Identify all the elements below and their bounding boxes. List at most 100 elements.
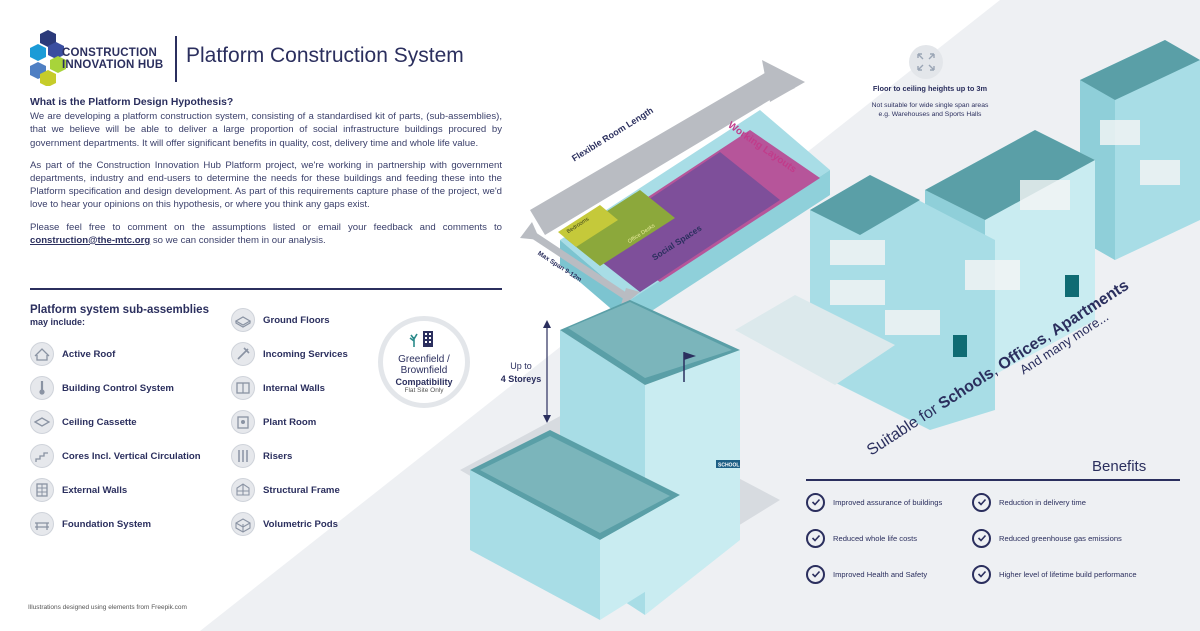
badge-line-1: Greenfield /: [398, 354, 450, 365]
intro-section: What is the Platform Design Hypothesis? …: [30, 96, 502, 256]
subassembly-label: Building Control System: [62, 382, 174, 394]
subassembly-label: Volumetric Pods: [263, 518, 338, 530]
subassembly-item: Internal Walls: [231, 375, 325, 401]
plant-icon: [231, 410, 255, 434]
subassembly-label: Active Roof: [62, 348, 116, 360]
subassembly-label: Structural Frame: [263, 484, 340, 496]
bedrooms-zone: [558, 205, 618, 247]
subassembly-label: Risers: [263, 450, 293, 462]
subassembly-label: Incoming Services: [263, 348, 348, 360]
intro-paragraph-1: We are developing a platform constructio…: [30, 111, 502, 149]
floor-ceiling-small-1: Not suitable for wide single span areas: [871, 102, 989, 109]
building-diagram: SCHOOL: [460, 60, 830, 620]
benefits-divider: [806, 479, 1180, 481]
subassembly-item: Plant Room: [231, 409, 316, 435]
floor-ceiling-strong: Floor to ceiling heights up to 3m: [872, 84, 988, 93]
low-block-front: [470, 470, 600, 620]
subassembly-item: Volumetric Pods: [231, 511, 338, 537]
storeys-line-1: Up to: [510, 361, 532, 371]
subassembly-item: Structural Frame: [231, 477, 340, 503]
expand-icon: [909, 45, 943, 79]
benefit-item: Reduced whole life costs: [806, 527, 917, 549]
p3-after: so we can consider them in our analysis.: [150, 234, 326, 246]
benefit-item: Reduced greenhouse gas emissions: [972, 527, 1122, 549]
subassembly-item: Incoming Services: [231, 341, 348, 367]
multi-use-building-illustration: [735, 40, 1200, 430]
flexible-length-arrow: [530, 70, 795, 235]
benefit-label: Improved Health and Safety: [833, 569, 928, 579]
storeys-line-2: 4 Storeys: [500, 374, 542, 384]
subassemblies-subtitle: may include:: [30, 317, 86, 327]
intro-paragraph-3: Please feel free to comment on the assum…: [30, 221, 502, 247]
check-icon: [972, 528, 991, 548]
check-icon: [972, 492, 991, 512]
p3-before: Please feel free to comment on the assum…: [30, 221, 502, 233]
subassembly-item: Ceiling Cassette: [30, 409, 137, 435]
subassembly-item: Active Roof: [30, 341, 115, 367]
check-icon: [806, 528, 825, 548]
thermometer-icon: [30, 376, 54, 400]
floor-icon: [231, 308, 255, 332]
school-sign: SCHOOL: [718, 463, 739, 469]
logo-line-2: INNOVATION HUB: [62, 59, 164, 71]
benefit-label: Reduction in delivery time: [999, 497, 1086, 507]
subassembly-label: Internal Walls: [263, 382, 326, 394]
subassembly-label: Ceiling Cassette: [62, 416, 137, 428]
email-link[interactable]: construction@the-mtc.org: [30, 234, 151, 246]
benefit-item: Higher level of lifetime build performan…: [972, 563, 1137, 585]
check-icon: [806, 564, 825, 584]
intro-paragraph-2: As part of the Construction Innovation H…: [30, 159, 502, 211]
office-desks-zone: [565, 190, 675, 266]
benefit-item: Improved Health and Safety: [806, 563, 927, 585]
subassembly-label: Foundation System: [62, 518, 152, 530]
social-spaces-zone: [580, 152, 780, 292]
title-divider: [175, 36, 177, 82]
subassembly-item: Cores Incl. Vertical Circulation: [30, 443, 201, 469]
benefit-label: Improved assurance of buildings: [833, 497, 943, 507]
logo-line-1: CONSTRUCTION: [62, 47, 158, 59]
benefit-item: Improved assurance of buildings: [806, 491, 942, 513]
hub-logo-icon: [30, 30, 66, 86]
benefit-label: Higher level of lifetime build performan…: [999, 569, 1137, 579]
max-span-arrow: [528, 230, 630, 300]
storeys-label: Up to 4 Storeys: [496, 360, 546, 386]
stairs-icon: [30, 444, 54, 468]
badge-strong: Compatibility: [395, 377, 453, 387]
benefit-item: Reduction in delivery time: [972, 491, 1086, 513]
subassembly-label: Cores Incl. Vertical Circulation: [62, 450, 201, 462]
badge-small: Flat Site Only: [404, 387, 444, 394]
footer-credit: Illustrations designed using elements fr…: [28, 604, 187, 611]
internal-wall-icon: [231, 376, 255, 400]
subassembly-item: Building Control System: [30, 375, 174, 401]
subassembly-item: External Walls: [30, 477, 127, 503]
benefits-title: Benefits: [1092, 458, 1147, 475]
floor-ceiling-note: Floor to ceiling heights up to 3m Not su…: [840, 84, 1020, 119]
foundation-icon: [30, 512, 54, 536]
subassembly-item: Ground Floors: [231, 307, 330, 333]
subassembly-label: Ground Floors: [263, 314, 330, 326]
flag-icon: [684, 352, 696, 360]
frame-icon: [231, 478, 255, 502]
subassembly-label: External Walls: [62, 484, 128, 496]
page-title: Platform Construction System: [186, 44, 464, 67]
check-icon: [806, 492, 825, 512]
intro-heading: What is the Platform Design Hypothesis?: [30, 97, 234, 108]
wall-icon: [30, 478, 54, 502]
pod-icon: [231, 512, 255, 536]
greenfield-badge: Greenfield / Brownfield Compatibility Fl…: [378, 316, 470, 408]
benefit-label: Reduced greenhouse gas emissions: [999, 533, 1122, 543]
floor-ceiling-small-2: e.g. Warehouses and Sports Halls: [878, 111, 982, 118]
roof-icon: [30, 342, 54, 366]
benefit-label: Reduced whole life costs: [833, 533, 917, 543]
subassembly-label: Plant Room: [263, 416, 317, 428]
badge-line-2: Brownfield: [400, 365, 448, 376]
subassemblies-title: Platform system sub-assemblies: [30, 304, 209, 316]
riser-icon: [231, 444, 255, 468]
logo-text: CONSTRUCTION INNOVATION HUB: [62, 47, 163, 71]
subassembly-item: Risers: [231, 443, 292, 469]
ceiling-icon: [30, 410, 54, 434]
building-tree-icon: [409, 331, 433, 347]
subassembly-item: Foundation System: [30, 511, 151, 537]
